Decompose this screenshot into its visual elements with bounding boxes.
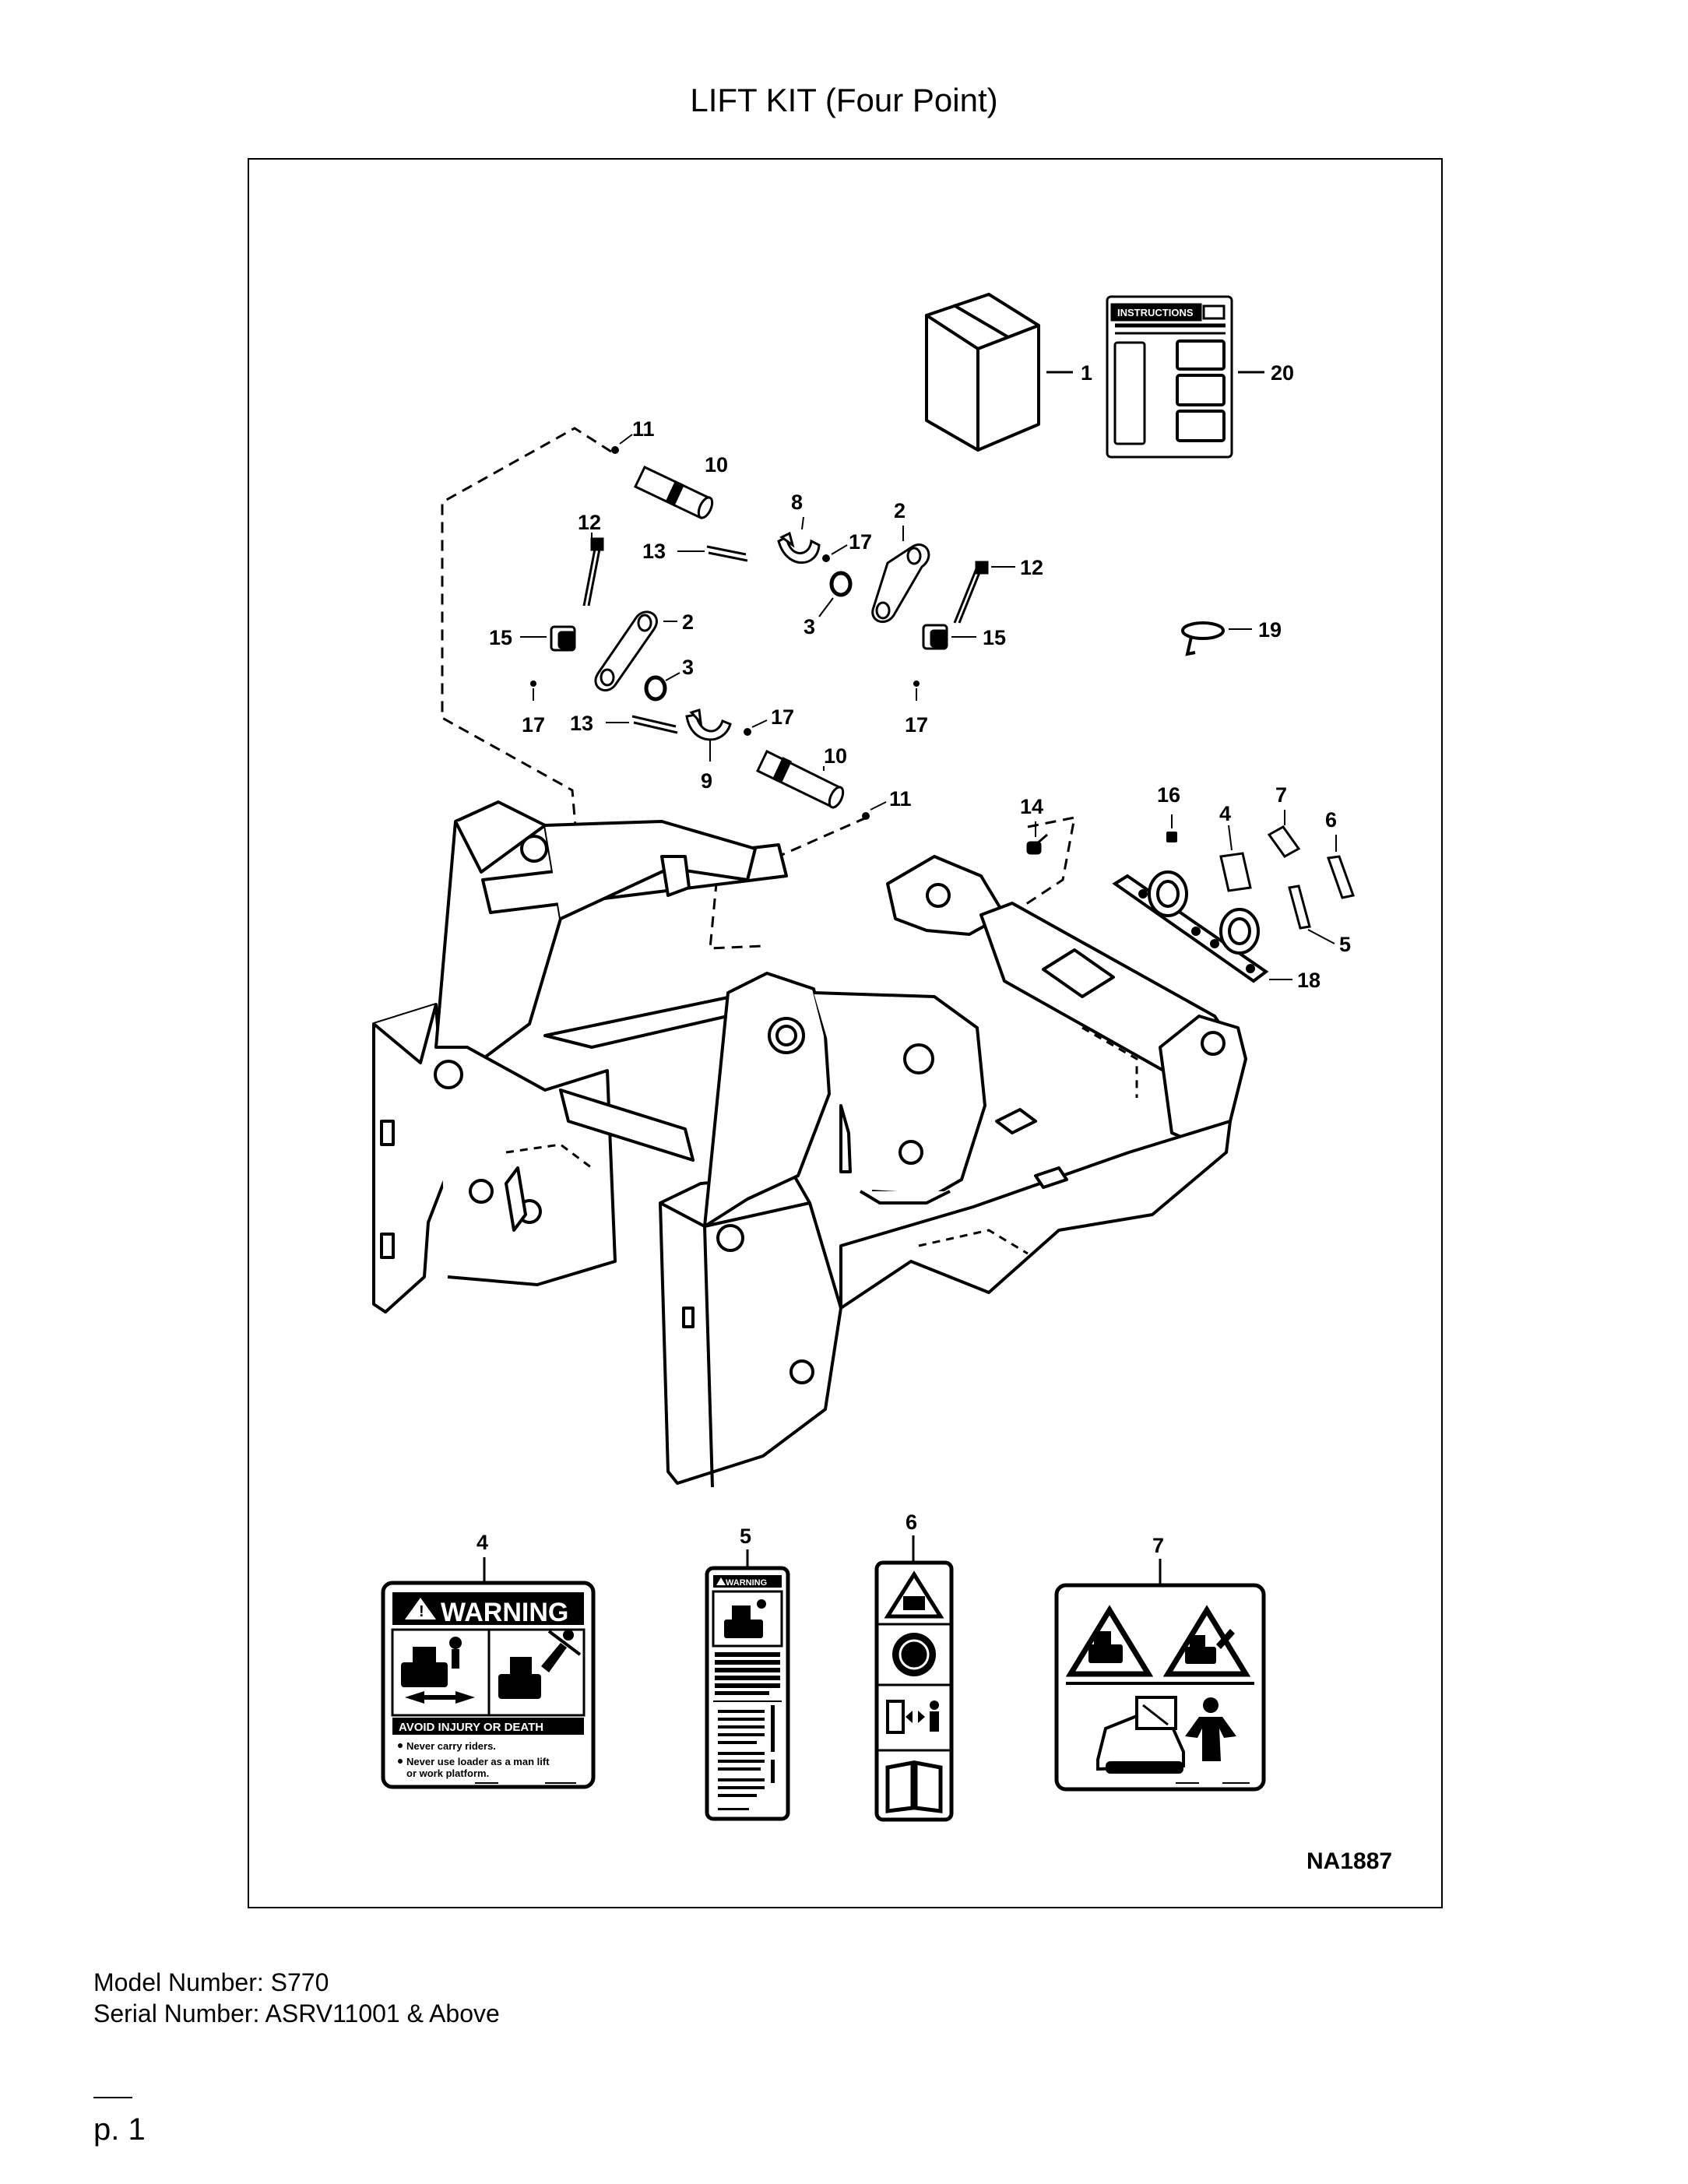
diagram-frame [248, 158, 1443, 1908]
decal-4-number: 4 [477, 1531, 488, 1554]
callout-8: 8 [791, 491, 803, 514]
callout-3b: 3 [682, 656, 694, 679]
callout-4: 4 [1219, 802, 1231, 825]
callout-20: 20 [1271, 361, 1294, 385]
model-number: Model Number: S770 [93, 1968, 329, 1996]
loader-rider-icon [401, 1637, 475, 1704]
callout-1: 1 [1081, 361, 1092, 385]
callout-7: 7 [1275, 783, 1287, 807]
decal-5-heading: WARNING [726, 1578, 767, 1588]
loader-crush-icon [724, 1599, 766, 1638]
decal-4-heading: WARNING [441, 1598, 568, 1627]
decal-5-warning: WARNING [705, 1566, 790, 1821]
callout-12a: 12 [578, 511, 601, 534]
decal-4-subheading: AVOID INJURY OR DEATH [399, 1721, 543, 1734]
hidden-edge-lines [505, 1026, 1138, 1255]
callout-11a: 11 [632, 417, 655, 441]
manual-book-icon [885, 1760, 943, 1813]
pin-clamp-icon [777, 531, 821, 564]
keep-away-icon [886, 1700, 939, 1734]
decal-4-placement-icon [1219, 852, 1252, 892]
loader-frame-icon [372, 800, 1247, 1488]
instructions-sheet-icon [1106, 295, 1233, 459]
decal-6-placement-icon [1326, 855, 1355, 899]
callout-16: 16 [1157, 783, 1180, 807]
lift-plate-icon [1112, 870, 1269, 983]
callout-6: 6 [1325, 808, 1337, 832]
instructions-label: INSTRUCTIONS [1117, 307, 1194, 318]
callout-17a: 17 [849, 530, 872, 554]
callout-19: 19 [1258, 618, 1282, 642]
drawing-number: NA1887 [1306, 1848, 1392, 1874]
bolt-icon [582, 537, 604, 607]
loader-with-person-icon [1096, 1696, 1236, 1774]
callout-9: 9 [701, 769, 712, 793]
callout-3a: 3 [804, 615, 815, 638]
callout-18: 18 [1297, 969, 1321, 992]
decal-7-pictorial [1054, 1583, 1266, 1792]
kit-box-icon [925, 293, 1040, 452]
hazard-triangle-icon [884, 1570, 944, 1619]
decal-5-text-blocks [713, 1652, 782, 1810]
decal-4-warning: ! WARNING AVOID INJURY OR DEATH Never ca… [381, 1581, 596, 1789]
cable-tie-icon [1181, 621, 1225, 656]
callout-15b: 15 [983, 626, 1006, 649]
callout-2a: 2 [894, 499, 906, 522]
page-title: LIFT KIT (Four Point) [690, 82, 998, 118]
callout-17d: 17 [905, 713, 928, 737]
loader-manlift-icon [498, 1630, 582, 1699]
decal-4-bullet-1: Never carry riders. [406, 1740, 496, 1752]
link-plate-icon [594, 610, 658, 692]
page-number: p. 1 [93, 2112, 146, 2147]
assembly-leader-lines [441, 427, 1076, 950]
decal-7-number: 7 [1152, 1534, 1164, 1557]
washer-icon [829, 571, 853, 597]
spacer-block-icon [550, 625, 576, 652]
callout-10b: 10 [824, 744, 847, 768]
decal-5-number: 5 [740, 1525, 751, 1548]
crush-hazard-icon [892, 1633, 936, 1676]
svg-text:!: ! [419, 1603, 424, 1620]
decal-6-number: 6 [906, 1511, 917, 1534]
pin-clamp-icon [685, 709, 732, 741]
pin-icon [756, 749, 845, 809]
decal-6-pictorial [874, 1560, 954, 1822]
callout-5: 5 [1339, 933, 1351, 956]
hazard-triangle-icon [1065, 1605, 1154, 1677]
decal-5-placement-icon [1288, 885, 1311, 930]
pin-icon [633, 466, 714, 519]
callout-13b: 13 [570, 712, 593, 735]
callout-2b: 2 [682, 610, 694, 634]
decal-4-bullet-2b: or work platform. [406, 1767, 489, 1779]
callout-15a: 15 [489, 626, 512, 649]
callout-17c: 17 [522, 713, 545, 737]
bolt-icon [1026, 833, 1048, 855]
callout-11b: 11 [889, 787, 912, 811]
page-rule [93, 2097, 132, 2098]
callout-14: 14 [1020, 795, 1043, 818]
roll-pin-icon [631, 715, 678, 734]
nut-icon [1166, 832, 1177, 842]
washer-icon [644, 675, 667, 702]
roll-pin-icon [706, 545, 748, 562]
callout-13a: 13 [642, 540, 666, 563]
spacer-block-icon [922, 624, 948, 650]
callout-10a: 10 [705, 453, 728, 477]
bolt-icon [953, 561, 989, 624]
serial-number: Serial Number: ASRV11001 & Above [93, 1999, 500, 2027]
link-plate-icon [871, 543, 930, 624]
decal-4-bullet-2a: Never use loader as a man lift [406, 1756, 550, 1767]
callout-17b: 17 [771, 705, 794, 729]
callout-12b: 12 [1020, 556, 1043, 579]
warning-triangle-icon [405, 1598, 436, 1620]
decal-7-placement-icon [1267, 825, 1301, 858]
